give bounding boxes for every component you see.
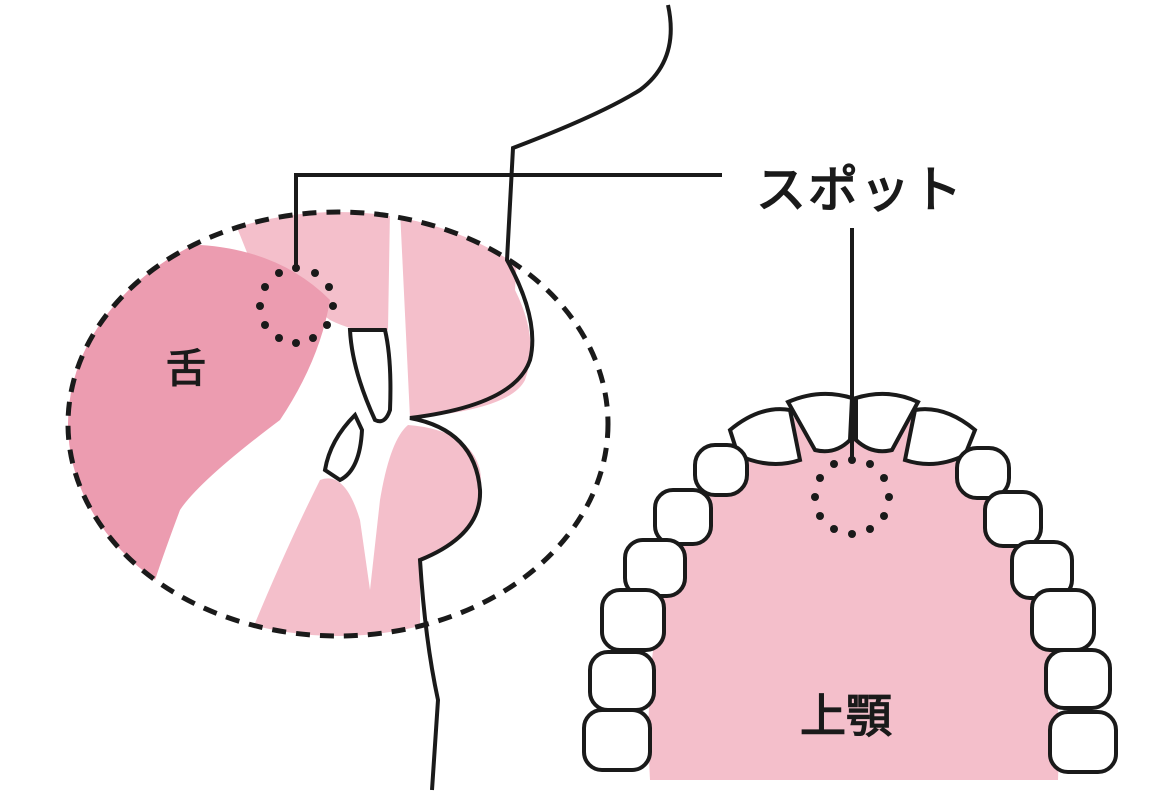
upper-teeth — [582, 391, 1118, 774]
tongue-label: 舌 — [166, 346, 206, 392]
spot-label: スポット — [756, 161, 964, 219]
upper-incisor — [347, 328, 393, 424]
spot-marker-palate — [811, 456, 893, 538]
leader-line-side — [294, 173, 722, 268]
tongue — [68, 245, 330, 636]
inset-boundary — [65, 209, 611, 639]
palate — [648, 405, 1059, 780]
face-profile — [409, 4, 673, 791]
side-view-inset — [68, 212, 531, 636]
lower-lip-tissue — [240, 425, 482, 636]
upper-jaw-label: 上顎 — [800, 689, 892, 743]
lower-incisor — [322, 411, 365, 483]
upper-lip-tissue — [230, 212, 531, 418]
